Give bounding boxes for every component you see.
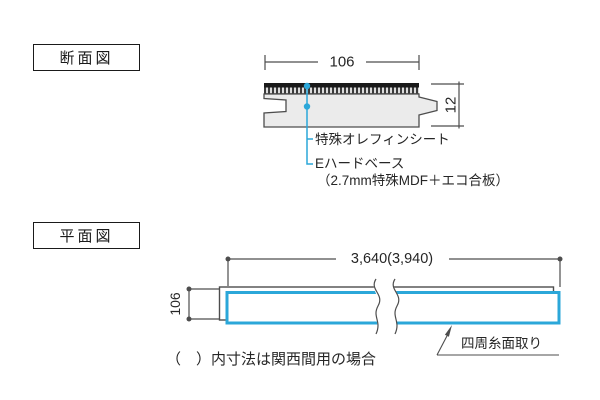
plan-view-title: 平面図 xyxy=(59,228,114,245)
olefin-sheet-layer xyxy=(264,83,419,95)
plank-body-profile xyxy=(263,93,438,128)
plan-width-value: 106 xyxy=(167,292,183,316)
plan-length-dimension xyxy=(225,256,563,287)
cross-section-width-value: 106 xyxy=(326,53,358,71)
cross-section-title-box: 断面図 xyxy=(33,44,140,71)
cross-section-thickness-value: 12 xyxy=(442,96,460,114)
chamfer-leader xyxy=(436,325,559,356)
olefin-sheet-label: 特殊オレフィンシート xyxy=(315,132,450,147)
plan-view-drawing xyxy=(186,256,563,356)
plan-length-value: 3,640(3,940) xyxy=(347,251,437,267)
parentheses-note: （ ）内寸法は関西間用の場合 xyxy=(166,351,377,368)
cross-section-thickness-dimension xyxy=(431,81,464,129)
layer-leader-lines xyxy=(303,82,313,165)
cross-section-width-dimension xyxy=(264,55,420,70)
chamfer-label: 四周糸面取り xyxy=(461,336,542,351)
break-lines xyxy=(373,273,400,338)
plan-width-dimension xyxy=(186,286,220,322)
cross-section-title: 断面図 xyxy=(59,50,114,67)
hard-base-label: Eハードベース xyxy=(315,156,405,171)
cross-section-drawing xyxy=(263,55,464,165)
hard-base-sub-label: （2.7mm特殊MDF＋エコ合板） xyxy=(317,173,509,188)
plan-view-title-box: 平面図 xyxy=(33,222,140,249)
